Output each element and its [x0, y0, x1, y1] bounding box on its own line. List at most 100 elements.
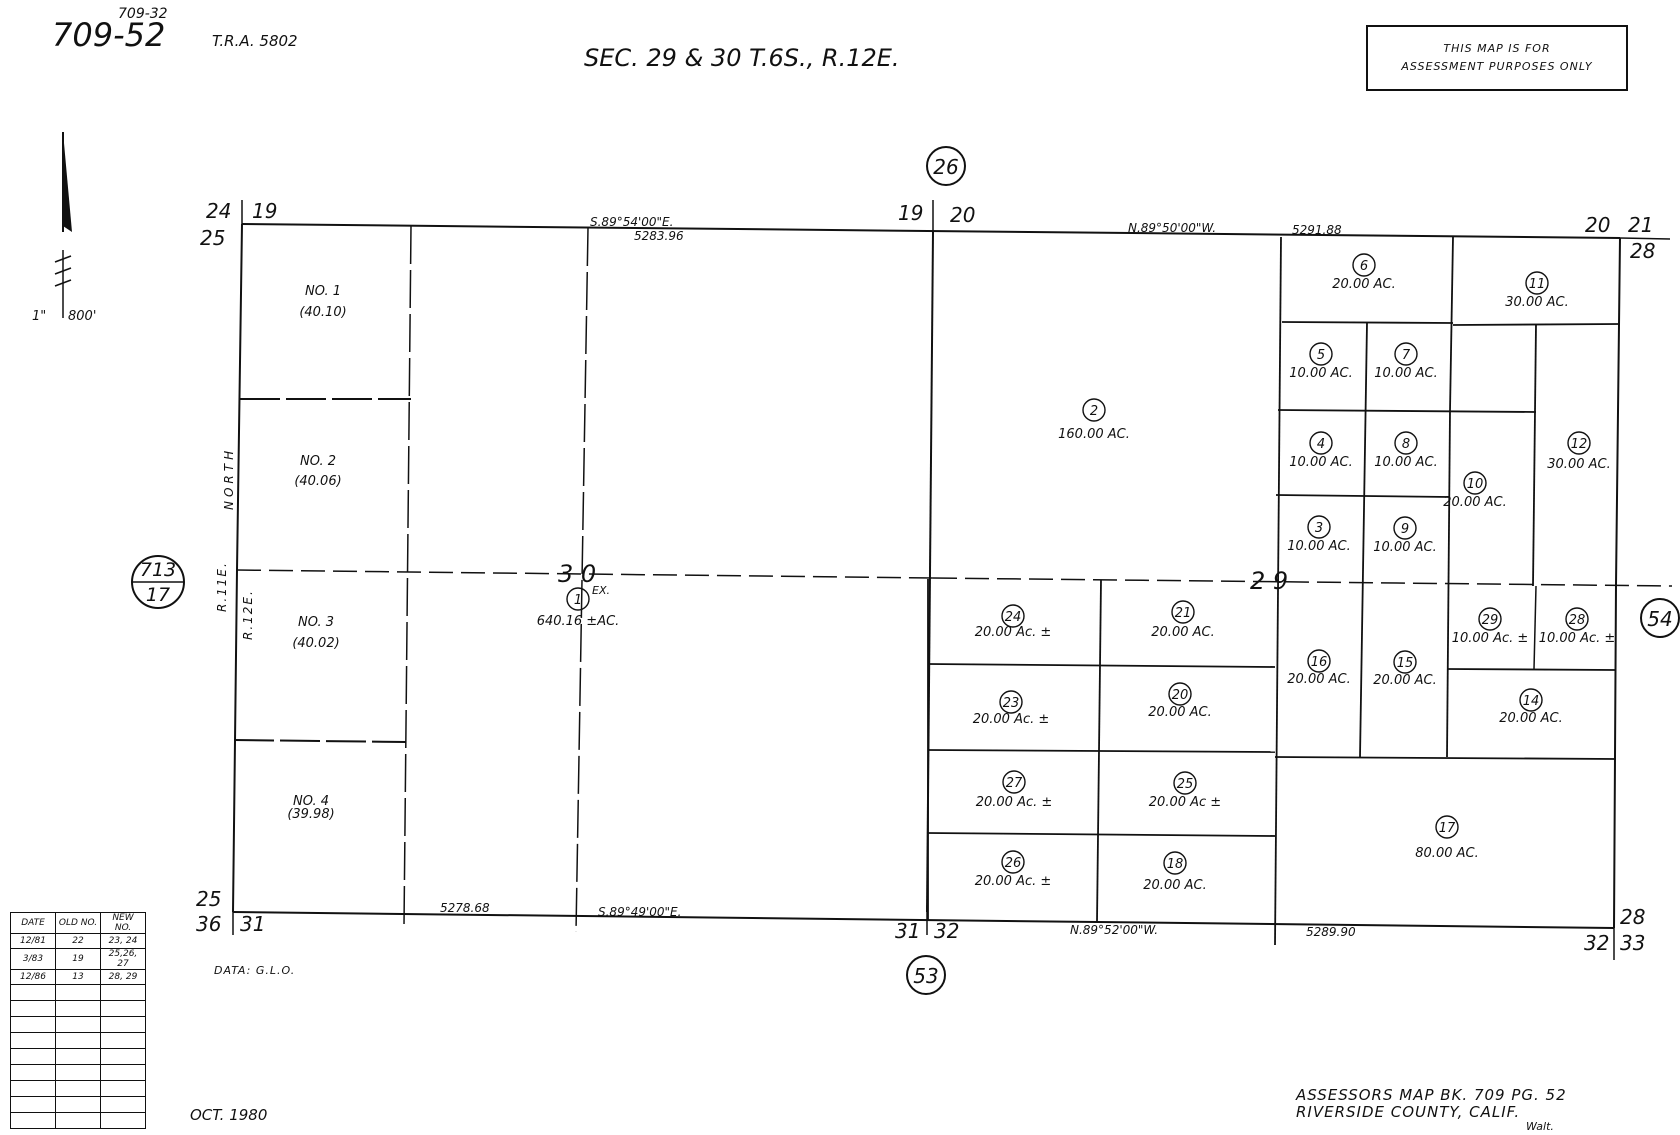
history-empty-row: [10, 1112, 146, 1129]
history-cell: 22: [55, 933, 101, 949]
parcel-8[interactable]: 810.00 AC.: [1374, 431, 1438, 470]
parcel-acreage: 640.16 ±AC.: [537, 614, 620, 629]
distance-label: 5291.88: [1292, 223, 1342, 237]
parcel-9[interactable]: 910.00 AC.: [1373, 516, 1437, 555]
parcel-history-table: DATE OLD NO. NEW NO. 12/81 22 23, 24 3/8…: [10, 912, 146, 1129]
history-empty-row: [10, 1000, 146, 1017]
corner-label: 25: [200, 226, 225, 250]
parcel-number: 20: [1172, 688, 1189, 703]
adjoining-map-left[interactable]: 713 17: [131, 555, 185, 609]
parcel-acreage: 20.00 AC.: [1143, 878, 1206, 893]
adjoining-map-book: 713: [140, 559, 176, 581]
parcel-number-circle: [1163, 851, 1187, 875]
parcel-acreage: 20.00 Ac. ±: [973, 712, 1050, 727]
adjoining-map-top[interactable]: 26: [926, 146, 966, 186]
parcel-5[interactable]: 510.00 AC.: [1289, 342, 1353, 381]
parcel-acreage: 20.00 Ac ±: [1149, 795, 1221, 810]
corner-label: 19: [252, 199, 277, 223]
history-header-old: OLD NO.: [55, 912, 101, 934]
distance-label: 5283.96: [634, 229, 684, 243]
adjoining-map-bottom[interactable]: 53: [906, 955, 946, 995]
corner-label: 33: [1620, 931, 1645, 955]
history-cell: 3/83: [10, 948, 56, 970]
parcel-number-circle: [566, 587, 590, 611]
parcel-number-circle: [1001, 604, 1025, 628]
parcel-number: 15: [1397, 656, 1414, 671]
corner-label: 28: [1630, 239, 1655, 263]
parcel-number-circle: [1352, 253, 1376, 277]
parcel-number-circle: [1168, 682, 1192, 706]
parcel-acreage: 20.00 AC.: [1148, 705, 1211, 720]
section-corner-labels: 24 19 25 19 20 20 21 28 25 36 31 31 32 2…: [196, 199, 1655, 955]
parcel-18[interactable]: 18 20.00 AC.: [1143, 851, 1207, 893]
parcel-6[interactable]: 620.00 AC.: [1332, 253, 1396, 292]
tax-rate-area: T.R.A. 5802: [212, 32, 298, 50]
parcel-number-circle: [1435, 815, 1459, 839]
lot-number: NO. 2: [300, 454, 336, 469]
parcel-4[interactable]: 410.00 AC.: [1289, 431, 1353, 470]
history-cell: 19: [55, 948, 101, 970]
parcel-3[interactable]: 3 10.00 AC.: [1287, 515, 1351, 554]
adjoining-map-number: 54: [1647, 607, 1672, 631]
parcel-acreage: 30.00 AC.: [1547, 457, 1610, 472]
disclaimer-line-1: THIS MAP IS FOR: [1443, 42, 1551, 55]
parcel-acreage: 10.00 Ac. ±: [1452, 631, 1529, 646]
parcel-acreage: 10.00 AC.: [1287, 539, 1350, 554]
parcel-number: 17: [1439, 821, 1456, 836]
history-header-date: DATE: [10, 912, 56, 934]
parcel-acreage: 20.00 Ac. ±: [975, 874, 1052, 889]
section-29-parcel-lines: [927, 236, 1621, 946]
parcel-acreage: 20.00 AC.: [1499, 711, 1562, 726]
lot-number: NO. 4: [293, 794, 329, 809]
parcel-20[interactable]: 20 20.00 AC.: [1148, 682, 1212, 720]
disclaimer-box: THIS MAP IS FOR ASSESSMENT PURPOSES ONLY: [1366, 25, 1628, 91]
parcel-acreage: 20.00 AC.: [1373, 673, 1436, 688]
history-empty-row: [10, 1048, 146, 1065]
parcel-number: 2: [1090, 404, 1098, 419]
history-cell: 28, 29: [100, 969, 146, 985]
lot-acreage: (40.10): [299, 305, 346, 320]
parcel-number: 27: [1006, 776, 1023, 791]
parcel-number: 18: [1167, 857, 1184, 872]
parcel-number-circle: [1173, 771, 1197, 795]
lot-acreage: (40.02): [292, 636, 339, 651]
parcel-number: 23: [1003, 696, 1020, 711]
parcel-acreage: 20.00 AC.: [1287, 672, 1350, 687]
history-empty-row: [10, 1064, 146, 1081]
parcel-number: 3: [1315, 521, 1323, 536]
parcel-7[interactable]: 710.00 AC.: [1374, 342, 1438, 381]
lot-number: NO. 3: [298, 615, 334, 630]
parcel-15[interactable]: 15 20.00 AC.: [1373, 650, 1437, 688]
corner-label: 32: [1584, 931, 1609, 955]
parcel-number: 11: [1529, 277, 1546, 292]
adjoining-map-number: 26: [933, 155, 958, 179]
parcel-number-circle: [1171, 600, 1195, 624]
parcel-acreage: 10.00 Ac. ±: [1539, 631, 1616, 646]
parcel-number: 5: [1317, 348, 1325, 363]
parcel-number-circle: [1565, 607, 1589, 631]
scale-bar: [54, 250, 72, 318]
history-empty-row: [10, 1016, 146, 1033]
parcel-acreage: 10.00 AC.: [1374, 455, 1437, 470]
parcel-number-circle: [1309, 431, 1333, 455]
adjoining-map-right[interactable]: 54: [1640, 598, 1680, 638]
parcel-number: 7: [1402, 348, 1411, 363]
